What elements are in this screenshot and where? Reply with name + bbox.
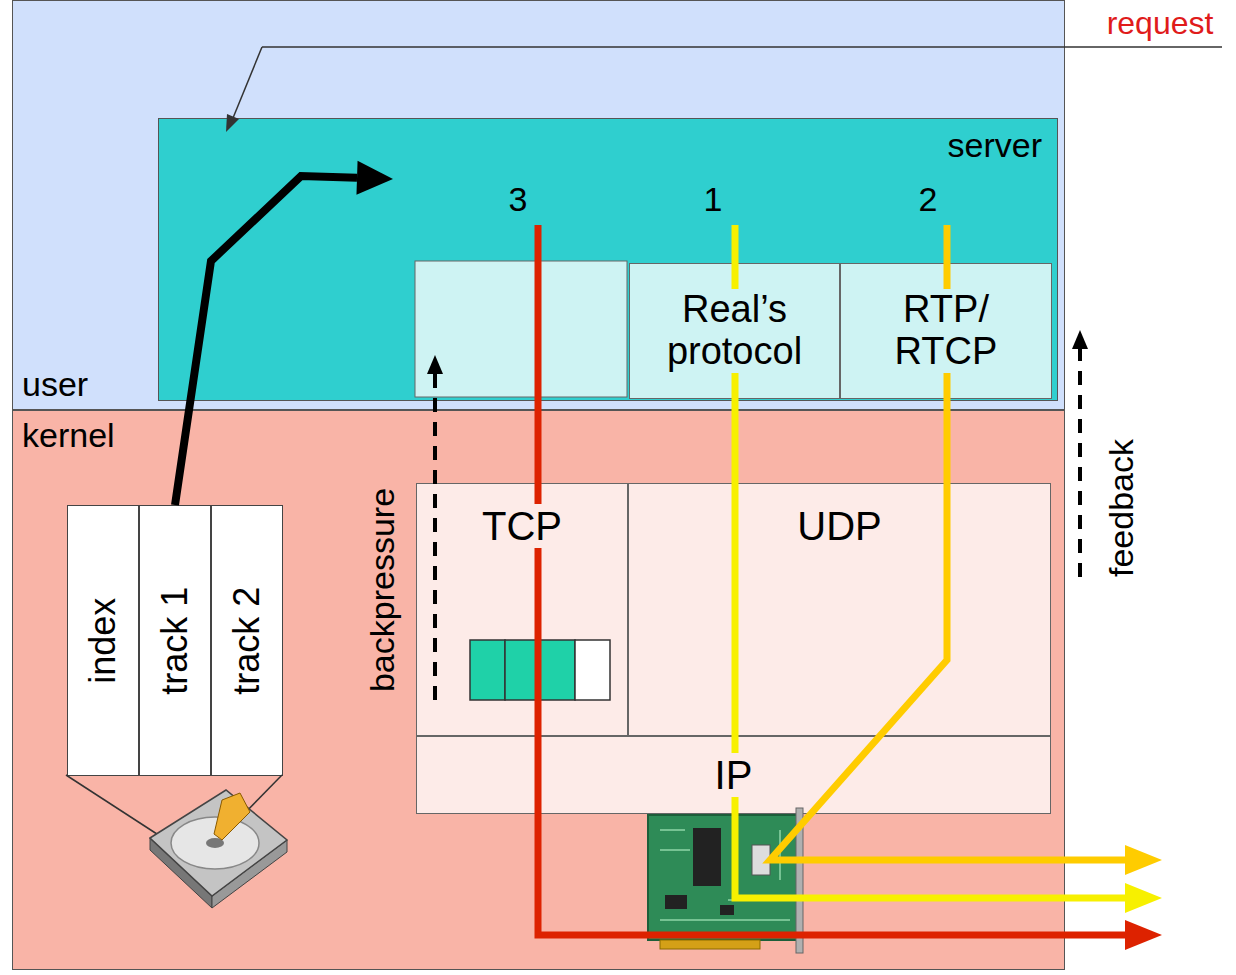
user-space-band: user serverReal’s protocol RTP/ RTCP bbox=[12, 0, 1065, 410]
callout-label: request bbox=[1107, 6, 1214, 41]
stream-number: 2 bbox=[919, 181, 938, 218]
column-label: track 1 bbox=[155, 583, 195, 697]
leader-arrowhead bbox=[226, 114, 239, 132]
arrowhead bbox=[427, 355, 443, 374]
arrowhead bbox=[1125, 883, 1162, 913]
box-label: Real’s protocol bbox=[636, 289, 833, 373]
card-chip bbox=[693, 828, 721, 886]
protocol-box: UDP bbox=[628, 483, 1051, 736]
card-connector bbox=[660, 940, 760, 949]
card-chip bbox=[752, 845, 770, 875]
stream-line bbox=[770, 225, 1128, 860]
leader-line bbox=[262, 46, 1222, 48]
card-traces bbox=[660, 830, 790, 920]
stream-3 bbox=[538, 225, 1162, 950]
dashed-line bbox=[433, 372, 437, 700]
protocol-box: RTP/ RTCP bbox=[840, 263, 1052, 399]
dashed-line bbox=[1078, 347, 1082, 577]
arrowhead bbox=[356, 161, 393, 195]
stream-number: 1 bbox=[704, 181, 723, 218]
arrowhead bbox=[1125, 845, 1162, 875]
box-label: RTP/ RTCP bbox=[868, 289, 1024, 373]
connector-line bbox=[175, 176, 357, 505]
data-flow-arrow bbox=[175, 161, 393, 505]
arrowhead bbox=[1125, 920, 1162, 950]
card-board bbox=[648, 815, 798, 940]
stream-1 bbox=[735, 225, 1162, 913]
box-label: TCP bbox=[479, 504, 565, 548]
card-bracket bbox=[796, 808, 803, 953]
buffer-slot bbox=[575, 640, 610, 700]
backpressure-arrow bbox=[427, 355, 443, 700]
disk-hub bbox=[206, 838, 224, 848]
feedback-arrow bbox=[1072, 330, 1088, 577]
box-label: UDP bbox=[794, 504, 884, 548]
disk-arm bbox=[214, 793, 250, 840]
request-leader bbox=[226, 47, 1222, 132]
disk-side bbox=[212, 840, 287, 908]
arrowhead bbox=[1072, 330, 1088, 349]
tcp-buffer bbox=[470, 640, 610, 700]
leader-line bbox=[66, 775, 160, 836]
disk-body bbox=[150, 790, 287, 896]
card-chip bbox=[720, 905, 734, 915]
buffer-slot bbox=[540, 640, 575, 700]
hard-disk-icon bbox=[66, 775, 287, 908]
file-column: track 2 bbox=[211, 505, 283, 776]
stream-line bbox=[735, 225, 1128, 898]
stream-2 bbox=[770, 225, 1162, 875]
kernel-space-band: kernel index track 1 track 2 TCP UDP IP bbox=[12, 410, 1065, 970]
connector-layer bbox=[175, 161, 393, 505]
box-label: IP bbox=[712, 753, 756, 797]
buffer-slot bbox=[505, 640, 540, 700]
protocol-box: Real’s protocol bbox=[629, 263, 840, 399]
disk-platter bbox=[171, 817, 259, 869]
arrow-label: feedback bbox=[1103, 439, 1140, 577]
leader-line bbox=[240, 775, 282, 818]
network-card-icon bbox=[648, 808, 803, 953]
column-label: index bbox=[83, 594, 123, 686]
column-label: track 2 bbox=[227, 583, 267, 697]
card-chip bbox=[665, 895, 687, 909]
blank-box bbox=[415, 261, 627, 397]
leader-line bbox=[233, 47, 262, 118]
protocol-box: IP bbox=[416, 736, 1051, 814]
buffer-slot bbox=[470, 640, 505, 700]
protocol-box: TCP bbox=[416, 483, 628, 736]
band-label: kernel bbox=[19, 417, 118, 454]
box-label: server bbox=[945, 127, 1045, 164]
server-box: serverReal’s protocol RTP/ RTCP bbox=[158, 118, 1058, 401]
band-label: user bbox=[19, 366, 91, 403]
disk-side bbox=[150, 838, 212, 908]
stream-line bbox=[538, 225, 1128, 935]
arrow-label: backpressure bbox=[364, 488, 401, 692]
file-column: index bbox=[67, 505, 139, 776]
stream-number: 3 bbox=[509, 181, 528, 218]
file-column: track 1 bbox=[139, 505, 211, 776]
